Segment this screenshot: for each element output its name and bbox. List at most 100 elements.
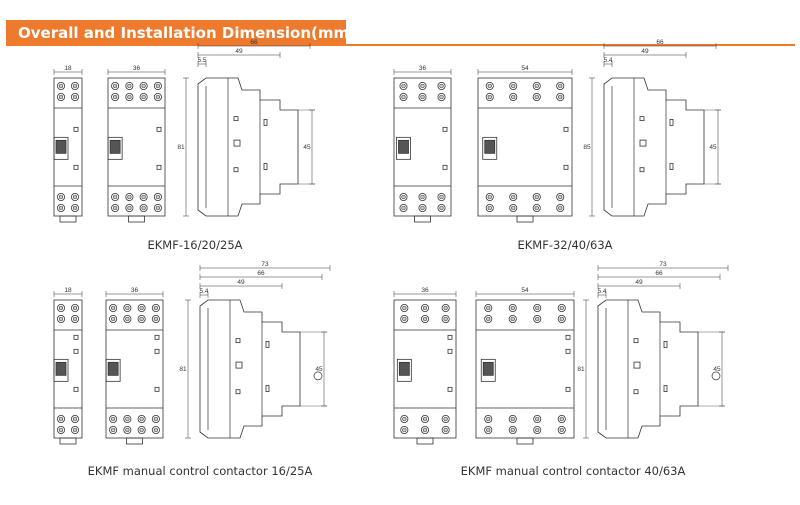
indicator-window — [154, 348, 160, 354]
side-window — [639, 167, 645, 173]
height-dimension: 81 — [179, 299, 191, 439]
terminal-screw — [151, 314, 160, 323]
rail-dimension-label: 45 — [315, 366, 323, 373]
terminal-screw — [153, 203, 162, 212]
width-dimension: 18 — [53, 65, 83, 75]
width-dimension: 54 — [475, 287, 575, 297]
terminal-screw — [71, 425, 80, 434]
front-view: 36 — [393, 287, 457, 445]
terminal-screw — [151, 425, 160, 434]
front-view: 36 — [107, 65, 166, 223]
terminal-screw — [557, 314, 566, 323]
front-view: 18 — [53, 287, 83, 445]
top-dimension: 49 — [597, 279, 681, 289]
terminal-screw — [420, 303, 429, 312]
side-slot — [669, 163, 674, 170]
terminal-screw — [57, 314, 66, 323]
terminal-screw — [71, 203, 80, 212]
terminal-screw — [71, 192, 80, 201]
side-window — [235, 389, 241, 395]
terminal-screw — [137, 314, 146, 323]
terminal-screw — [57, 303, 66, 312]
terminal-screw — [484, 425, 493, 434]
side-window — [633, 338, 639, 344]
terminal-screw — [109, 303, 118, 312]
side-slot — [263, 119, 268, 126]
terminal-screw — [137, 303, 146, 312]
handle — [55, 139, 67, 154]
terminal-screw — [399, 192, 408, 201]
terminal-screw — [437, 82, 446, 91]
terminal-screw — [111, 82, 120, 91]
terminal-screw — [137, 414, 146, 423]
terminal-screw — [485, 203, 494, 212]
width-dimension-label: 54 — [521, 287, 529, 294]
rail-dimension: 45 — [709, 109, 721, 185]
terminal-screw — [485, 82, 494, 91]
indicator-window — [447, 348, 453, 354]
terminal-screw — [57, 203, 66, 212]
terminal-screw — [441, 314, 450, 323]
handle-frame — [107, 136, 123, 160]
terminal-screw — [441, 414, 450, 423]
side-slot — [663, 385, 668, 392]
height-dimension: 81 — [577, 299, 589, 439]
handle-frame — [105, 358, 121, 382]
indicator-window — [447, 334, 453, 340]
width-dimension-label: 18 — [64, 65, 72, 72]
terminal-screw — [123, 425, 132, 434]
indicator-window — [73, 334, 79, 340]
terminal-screw — [109, 425, 118, 434]
terminal-screw — [420, 414, 429, 423]
side-window — [639, 116, 645, 122]
side-profile — [597, 299, 699, 439]
din-clip — [126, 437, 143, 445]
terminal-screw — [437, 203, 446, 212]
terminal-screw — [508, 314, 517, 323]
top-dimension: 66 — [597, 270, 721, 280]
terminal-screw — [484, 303, 493, 312]
terminal-screw — [399, 93, 408, 102]
side-slot — [663, 340, 668, 348]
terminal-screw — [125, 82, 134, 91]
indicator-window — [447, 386, 453, 392]
terminal-screw — [532, 82, 541, 91]
terminal-screw — [399, 82, 408, 91]
side-profile — [197, 77, 299, 217]
terminal-screw — [508, 425, 517, 434]
front-view: 18 — [53, 65, 83, 223]
handle — [482, 361, 494, 376]
terminal-screw — [532, 93, 541, 102]
side-profile — [199, 299, 301, 439]
top-dimension-label: 66 — [250, 39, 258, 46]
rail-clip-circle — [711, 371, 721, 381]
terminal-screw — [557, 425, 566, 434]
indicator-window — [565, 334, 571, 340]
terminal-screw — [57, 93, 66, 102]
top-dimension-label: 49 — [235, 48, 243, 55]
terminal-screw — [139, 192, 148, 201]
terminal-screw — [111, 203, 120, 212]
handle-frame — [480, 358, 496, 382]
terminal-screw — [71, 82, 80, 91]
terminal-screw — [484, 314, 493, 323]
side-slot — [263, 163, 268, 170]
din-clip — [128, 215, 145, 223]
terminal-screw — [153, 192, 162, 201]
top-dimension-label: 66 — [257, 270, 265, 277]
indicator-window — [73, 348, 79, 354]
terminal-screw — [484, 414, 493, 423]
terminal-screw — [485, 93, 494, 102]
side-window — [639, 139, 647, 147]
width-dimension: 54 — [477, 65, 573, 75]
side-window — [235, 338, 241, 344]
terminal-screw — [125, 93, 134, 102]
rail-dimension-label: 45 — [709, 144, 717, 151]
indicator-window — [154, 386, 160, 392]
terminal-screw — [533, 314, 542, 323]
terminal-screw — [71, 93, 80, 102]
handle-frame — [396, 358, 412, 382]
